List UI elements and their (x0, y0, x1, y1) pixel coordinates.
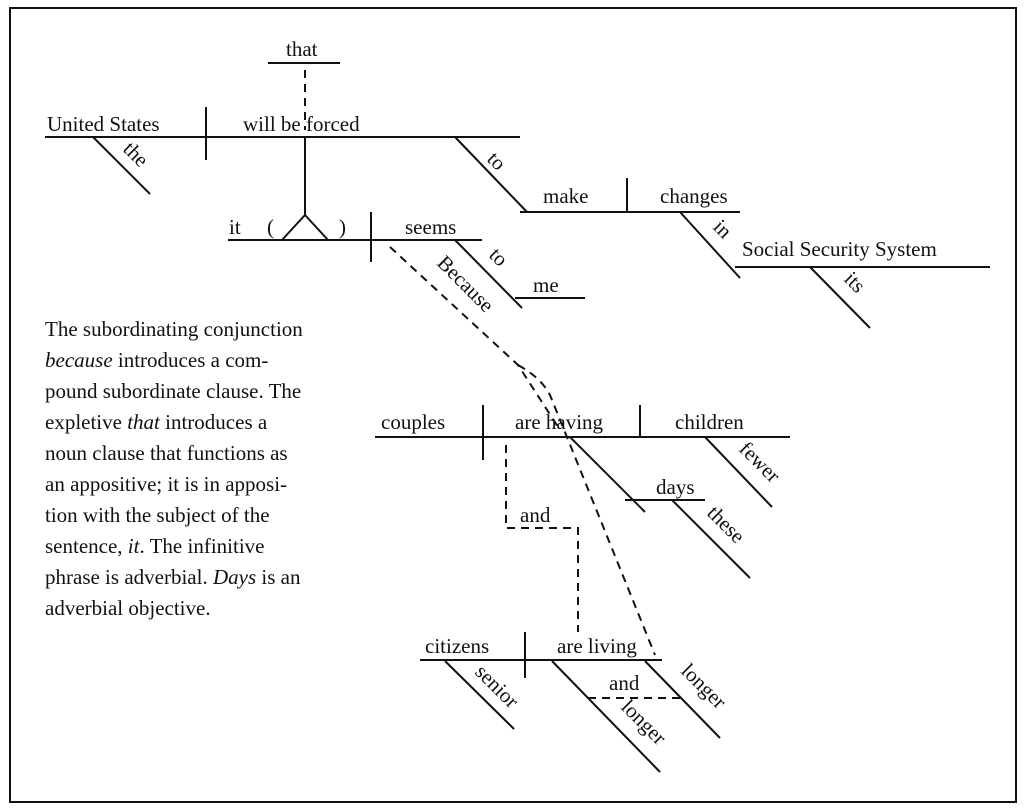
word-and-clause: and (520, 503, 551, 527)
modifier-line-longer-2 (644, 660, 721, 739)
word-senior: senior (470, 660, 523, 713)
word-social-security-system: Social Security System (742, 237, 937, 261)
word-longer-2: longer (676, 659, 731, 714)
word-fewer: fewer (734, 437, 785, 488)
caption-line: The subordinating conjunction (45, 317, 303, 341)
frame-border (9, 7, 1017, 803)
word-make: make (543, 184, 588, 208)
word-its: its (839, 267, 870, 298)
pedestal-right (304, 214, 329, 241)
word-couples: couples (381, 410, 445, 434)
caption: The subordinating conjunction because in… (45, 314, 375, 624)
word-to-prep: to (484, 243, 513, 272)
caption-line: sentence, it. The infinitive (45, 534, 265, 558)
word-changes: changes (660, 184, 728, 208)
modifier-line-the (92, 136, 151, 195)
caption-line: pound subordinate clause. The (45, 379, 302, 403)
word-are-having: are having (515, 410, 604, 434)
prep-line-in (679, 211, 741, 279)
word-united-states: United States (47, 112, 160, 136)
and-clause-connector (505, 445, 579, 632)
word-will-be-forced: will be forced (243, 112, 360, 136)
word-me: me (533, 273, 559, 297)
caption-line: expletive that introduces a (45, 410, 268, 434)
caption-line: because introduces a com- (45, 348, 269, 372)
caption-line: an appositive; it is in apposi- (45, 472, 288, 496)
word-in: in (708, 215, 737, 244)
word-seems: seems (405, 215, 456, 239)
modifier-line-fewer (704, 436, 773, 508)
caption-line: phrase is adverbial. Days is an (45, 565, 301, 589)
prep-line-to (454, 239, 523, 309)
caption-line: adverbial objective. (45, 596, 211, 620)
paren-close: ) (339, 215, 346, 239)
modifier-line-senior (444, 660, 515, 730)
word-citizens: citizens (425, 634, 489, 658)
because-connector-2 (517, 364, 656, 656)
word-longer-1: longer (616, 695, 671, 750)
paren-open: ( (267, 215, 274, 239)
caption-line: tion with the subject of the (45, 503, 270, 527)
infinitive-line (454, 136, 528, 213)
word-these: these (702, 501, 749, 548)
word-and-adverb: and (609, 671, 640, 695)
word-days: days (656, 475, 695, 499)
word-that: that (286, 37, 318, 61)
word-are-living: are living (557, 634, 637, 658)
modifier-line-longer-1 (551, 660, 661, 773)
pedestal-left (281, 214, 306, 241)
caption-line: noun clause that functions as (45, 441, 288, 465)
modifier-line-these (671, 499, 751, 579)
modifier-line-its (809, 266, 871, 329)
word-it: it (229, 215, 241, 239)
word-children: children (675, 410, 744, 434)
